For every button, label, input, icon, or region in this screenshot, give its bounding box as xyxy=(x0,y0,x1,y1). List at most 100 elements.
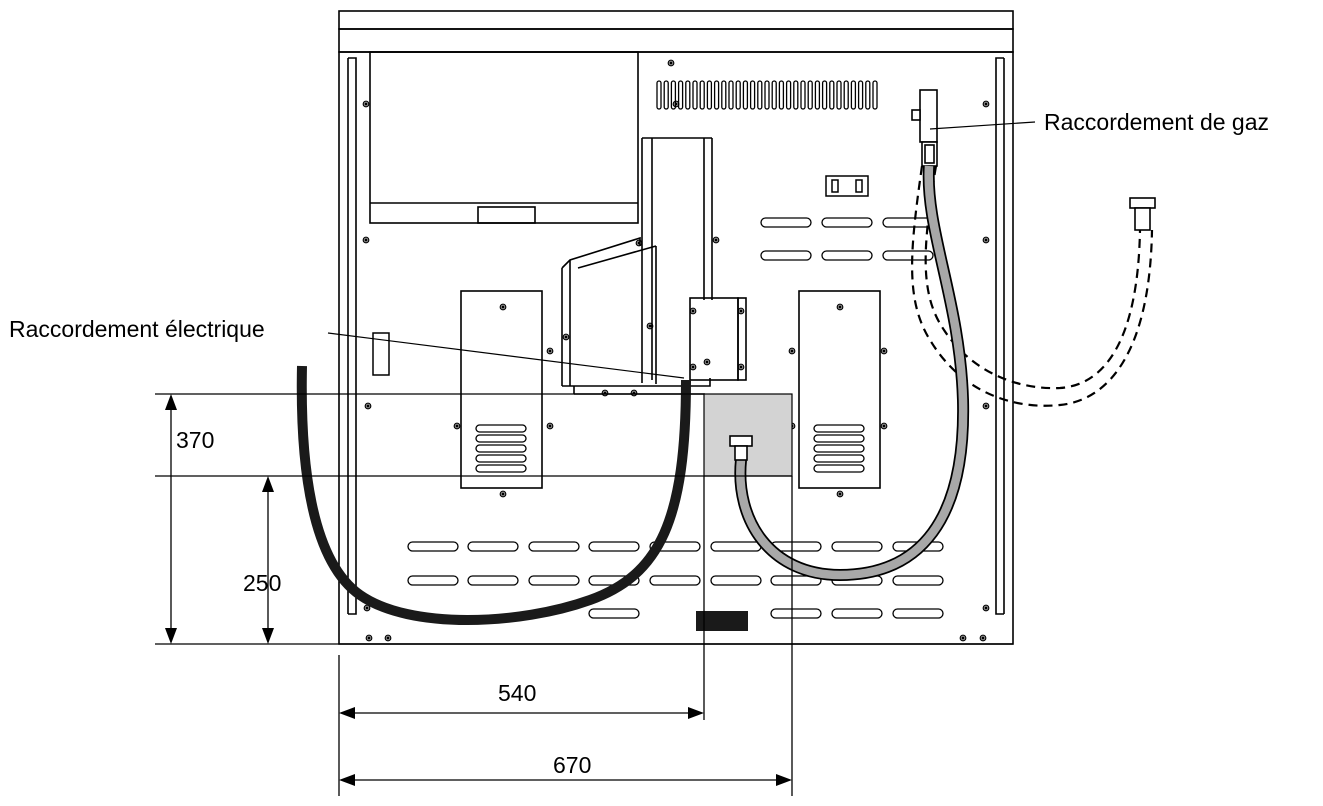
gas-inlet-fitting xyxy=(911,89,938,167)
screw-center xyxy=(691,365,695,369)
vent-slot xyxy=(528,575,580,586)
grille-slot xyxy=(785,80,792,110)
screw xyxy=(499,303,507,311)
grille-slot xyxy=(685,80,691,110)
screw xyxy=(982,604,990,612)
vent-slot xyxy=(528,541,580,552)
grille-slot xyxy=(749,80,756,110)
screw-center xyxy=(367,636,371,640)
vent-slot xyxy=(831,541,883,552)
junction-box xyxy=(689,297,747,381)
grille-slot xyxy=(757,80,763,110)
vent-slot xyxy=(710,575,762,586)
screw xyxy=(836,490,844,498)
screw xyxy=(364,402,372,410)
screw xyxy=(562,333,570,341)
screw xyxy=(546,422,554,430)
panel-grille-slot xyxy=(813,434,865,443)
vent-slot xyxy=(649,541,701,552)
screw xyxy=(601,389,609,397)
screw xyxy=(667,59,675,67)
grille-slot xyxy=(771,80,777,110)
vent-slot xyxy=(770,608,822,619)
grille-slot xyxy=(656,80,662,110)
vent-slot xyxy=(831,608,883,619)
vent-slot xyxy=(882,250,934,261)
screw-center xyxy=(669,61,673,65)
screw xyxy=(737,363,745,371)
right-panel xyxy=(798,290,881,489)
grille-slot xyxy=(836,80,842,110)
screw xyxy=(363,604,371,612)
screw-center xyxy=(739,365,743,369)
vent-grille xyxy=(656,80,878,110)
grille-slot xyxy=(850,80,857,110)
screw-center xyxy=(705,360,709,364)
grille-slot xyxy=(699,80,705,110)
panel-grille-slot xyxy=(475,434,527,443)
screw xyxy=(982,236,990,244)
screw xyxy=(362,236,370,244)
screw-center xyxy=(364,238,368,242)
screw-center xyxy=(984,404,988,408)
gas-hose-alternative xyxy=(911,165,1154,407)
gas-hose-fitting xyxy=(729,435,753,461)
vent-slot xyxy=(892,575,944,586)
screw xyxy=(689,307,697,315)
screws xyxy=(362,59,990,642)
grille-slot xyxy=(713,80,720,110)
screw-center xyxy=(637,241,641,245)
screw-center xyxy=(981,636,985,640)
panel-grille-slot xyxy=(813,464,865,473)
screw xyxy=(982,402,990,410)
grille-slot xyxy=(857,80,864,110)
screw-center xyxy=(838,305,842,309)
grille-slot xyxy=(663,80,669,110)
screw-center xyxy=(674,102,678,106)
grille-slot xyxy=(677,80,684,110)
dimension-lines xyxy=(155,393,1013,796)
vent-slot xyxy=(892,608,944,619)
screw xyxy=(788,347,796,355)
vent-slot xyxy=(760,217,812,228)
screw xyxy=(362,100,370,108)
grille-slot xyxy=(865,80,871,110)
panel-grilles xyxy=(475,424,865,473)
connection-zone xyxy=(703,393,793,477)
screw xyxy=(630,389,638,397)
screw xyxy=(365,634,373,642)
screw-center xyxy=(691,309,695,313)
vent-slot xyxy=(882,217,934,228)
screw-center xyxy=(714,238,718,242)
screw-center xyxy=(501,492,505,496)
screw xyxy=(737,307,745,315)
grille-slot xyxy=(778,80,785,110)
vent-slot xyxy=(710,541,762,552)
screw-center xyxy=(838,492,842,496)
dimension-arrowheads xyxy=(165,394,792,786)
screw-center xyxy=(564,335,568,339)
grille-slot xyxy=(692,80,698,110)
grille-slot xyxy=(814,80,821,110)
dimension-250: 250 xyxy=(243,570,281,596)
gas-hose xyxy=(734,165,970,582)
panel-grille-slot xyxy=(475,444,527,453)
electrical-connection-label: Raccordement électrique xyxy=(9,316,265,342)
vent-slot xyxy=(467,541,519,552)
grille-slot xyxy=(721,80,727,110)
grille-slot xyxy=(670,80,677,110)
gas-hose-alt-fitting xyxy=(1129,197,1156,231)
vent-slot xyxy=(407,541,459,552)
brackets xyxy=(372,175,869,376)
screw-center xyxy=(386,636,390,640)
screw-center xyxy=(984,606,988,610)
grille-slot xyxy=(793,80,799,110)
dimension-540: 540 xyxy=(498,680,536,706)
screw xyxy=(979,634,987,642)
screw-center xyxy=(364,102,368,106)
vent-slot xyxy=(770,575,822,586)
electric-cable xyxy=(296,365,691,625)
screw xyxy=(703,358,711,366)
screw xyxy=(880,422,888,430)
